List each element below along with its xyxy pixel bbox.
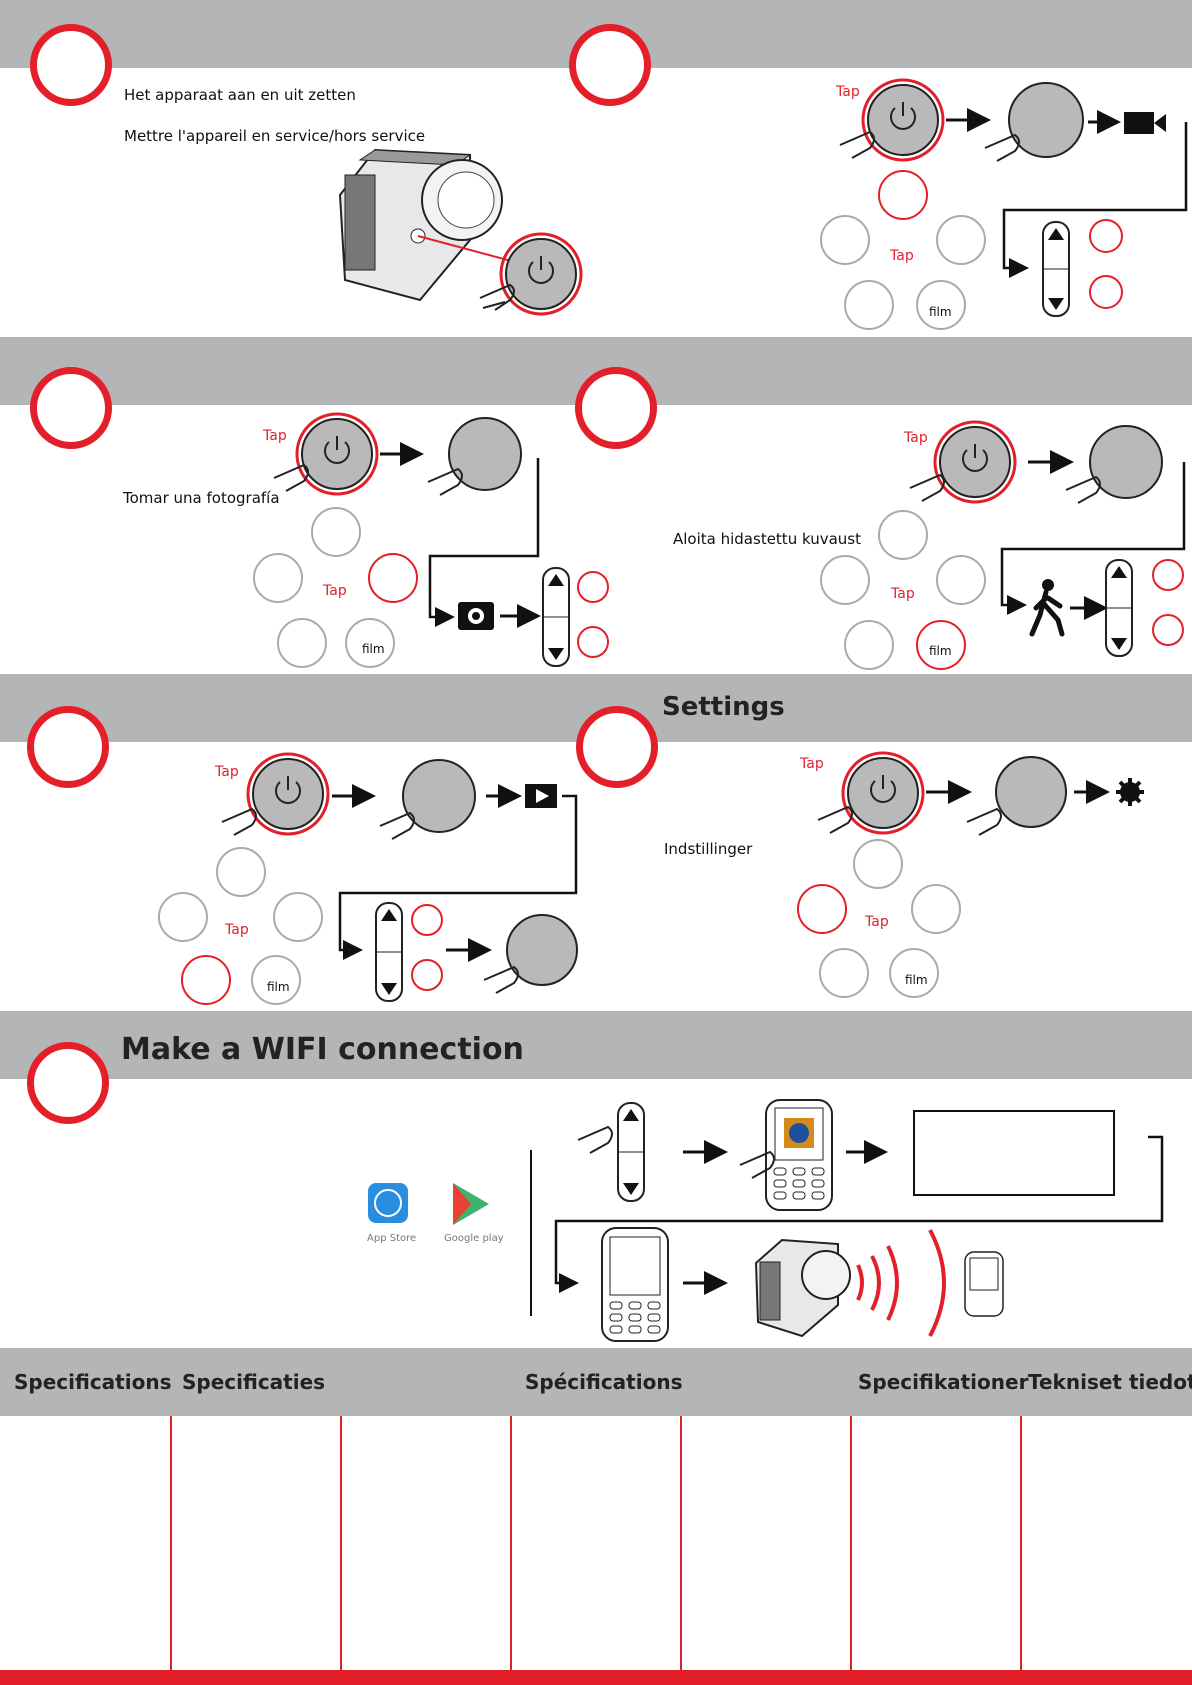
phone-small-illustration xyxy=(964,1251,1004,1317)
up-down-buttons-s2 xyxy=(1042,221,1070,317)
step-ring-1 xyxy=(30,24,112,106)
tap-label-s2-cycle: Tap xyxy=(890,248,914,264)
step-ring-4 xyxy=(575,367,657,449)
mode-cycle-s6 xyxy=(797,839,961,998)
spec-column-2 xyxy=(172,1416,342,1670)
wifi-waves-icon xyxy=(856,1229,946,1337)
mode-cycle-s4 xyxy=(820,510,986,670)
spec-column-3 xyxy=(342,1416,512,1670)
phone-illustration xyxy=(601,1227,669,1342)
film-label-s6: film xyxy=(905,973,928,987)
app-screen-box xyxy=(913,1110,1115,1196)
section-band-4 xyxy=(0,1011,1192,1079)
spec-column-6 xyxy=(852,1416,1022,1670)
film-label-s2: film xyxy=(929,305,952,319)
app-store-label: App Store xyxy=(367,1233,417,1244)
up-down-buttons-s5 xyxy=(375,902,403,1002)
step-ring-3 xyxy=(30,367,112,449)
video-camera-icon xyxy=(1124,112,1166,134)
specs-band xyxy=(0,1348,1192,1416)
tap-label-s2: Tap xyxy=(836,84,860,100)
mode-cycle-s3 xyxy=(253,507,418,668)
mode-cycle-s5 xyxy=(158,847,323,1005)
phone-app-illustration xyxy=(739,1099,833,1211)
app-store-icon xyxy=(368,1183,408,1223)
film-label-s4: film xyxy=(929,644,952,658)
tap-label-s5: Tap xyxy=(215,764,239,780)
take-photo-caption: Tomar una fotografía xyxy=(123,489,280,507)
tap-label-s6: Tap xyxy=(800,756,824,772)
step-ring-7 xyxy=(27,1042,109,1124)
step-ring-2 xyxy=(569,24,651,106)
gear-icon xyxy=(1116,778,1144,806)
settings-caption: Indstillinger xyxy=(664,840,753,858)
camera-wifi-illustration xyxy=(754,1238,851,1338)
walking-person-icon xyxy=(1029,579,1065,637)
power-button-icon-s5 xyxy=(246,752,330,836)
tap-label-s6-cycle: Tap xyxy=(865,914,889,930)
step-ring-6 xyxy=(576,706,658,788)
power-button-icon-s2 xyxy=(861,78,945,162)
power-button-icon-s6 xyxy=(841,751,925,835)
power-on-off-fr: Mettre l'appareil en service/hors servic… xyxy=(124,127,426,145)
power-button-icon xyxy=(499,232,583,316)
tap-label-s4: Tap xyxy=(904,430,928,446)
wifi-title: Make a WIFI connection xyxy=(121,1032,524,1067)
action-camera-illustration xyxy=(338,148,516,302)
wifi-button-illustration xyxy=(577,1102,645,1202)
tap-label-s4-cycle: Tap xyxy=(891,586,915,602)
camera-photo-icon xyxy=(458,602,494,630)
settings-title: Settings xyxy=(662,692,785,722)
film-label-s3: film xyxy=(362,642,385,656)
mode-cycle-s2 xyxy=(820,170,986,330)
up-down-buttons-s3 xyxy=(542,567,570,667)
power-button-icon-s3 xyxy=(295,412,379,496)
spec-header-nl: Specificaties xyxy=(182,1370,326,1394)
spec-header-en: Specifications xyxy=(14,1370,172,1394)
up-down-buttons-s4 xyxy=(1105,559,1133,657)
film-label-s5: film xyxy=(267,980,290,994)
slow-motion-caption: Aloita hidastettu kuvaust xyxy=(673,530,861,548)
spec-header-fi: Tekniset tiedot xyxy=(1028,1370,1192,1394)
spec-header-da: Specifikationer xyxy=(858,1370,1029,1394)
spec-column-1 xyxy=(0,1416,172,1670)
power-on-off-nl: Het apparaat aan en uit zetten xyxy=(124,86,356,104)
tap-label-s5-cycle: Tap xyxy=(225,922,249,938)
spec-column-4 xyxy=(512,1416,682,1670)
google-play-label: Google play xyxy=(444,1233,504,1244)
step-ring-5 xyxy=(27,706,109,788)
power-button-icon-s4 xyxy=(933,420,1017,504)
hand-icon xyxy=(479,283,515,311)
play-icon xyxy=(525,784,557,808)
tap-label-s3-cycle: Tap xyxy=(323,583,347,599)
spec-header-fr: Spécifications xyxy=(525,1370,683,1394)
bottom-red-bar xyxy=(0,1670,1192,1685)
spec-column-5 xyxy=(682,1416,852,1670)
tap-label-s3: Tap xyxy=(263,428,287,444)
mode-button-icon xyxy=(1008,82,1084,158)
